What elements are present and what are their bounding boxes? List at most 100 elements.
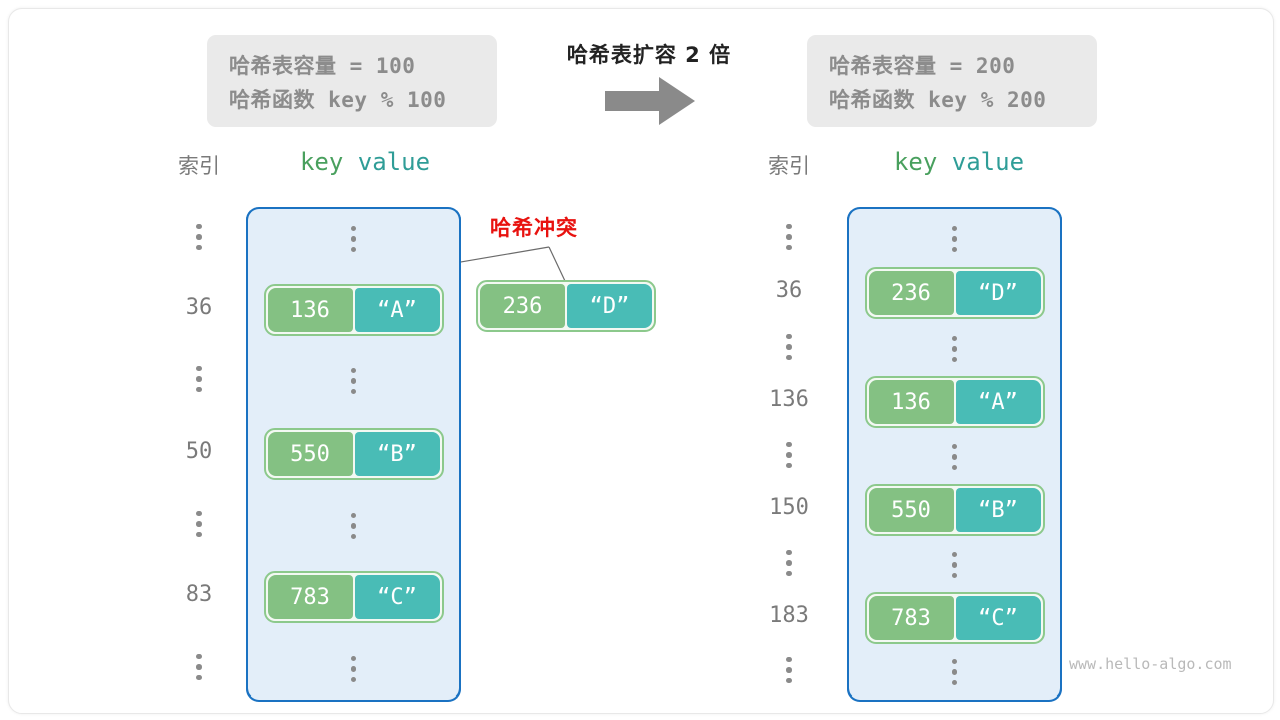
index-dots bbox=[744, 209, 834, 265]
diagram-frame: 哈希表容量 = 100 哈希函数 key % 100 哈希表扩容 2 倍 哈希表… bbox=[8, 8, 1274, 714]
key-cell: 550 bbox=[868, 488, 954, 532]
bucket-row-empty bbox=[248, 498, 459, 554]
bucket-row-empty bbox=[248, 353, 459, 409]
before-header-index: 索引 bbox=[178, 154, 220, 178]
before-capacity-line: 哈希表容量 = 100 bbox=[229, 54, 416, 78]
bucket-row-empty bbox=[849, 429, 1060, 485]
vertical-ellipsis-icon bbox=[786, 441, 792, 469]
bucket-row-empty bbox=[849, 321, 1060, 377]
header-gap bbox=[937, 148, 951, 176]
vertical-ellipsis-icon bbox=[196, 510, 202, 538]
index-dots bbox=[744, 535, 834, 591]
vertical-ellipsis-icon bbox=[786, 656, 792, 684]
index-label: 183 bbox=[769, 603, 809, 628]
value-cell: “C” bbox=[354, 575, 440, 619]
bucket-row-empty bbox=[248, 211, 459, 267]
after-header-value: value bbox=[951, 148, 1025, 176]
after-info-box: 哈希表容量 = 200 哈希函数 key % 200 bbox=[807, 35, 1097, 127]
center-title: 哈希表扩容 2 倍 bbox=[566, 43, 732, 67]
before-index-column: 36 50 83 bbox=[154, 209, 244, 701]
bucket-row[interactable]: 136 “A” bbox=[849, 374, 1060, 430]
index-dots bbox=[744, 319, 834, 375]
vertical-ellipsis-icon bbox=[350, 367, 357, 395]
key-cell: 783 bbox=[868, 596, 954, 640]
value-cell: “A” bbox=[354, 288, 440, 332]
key-value-pair[interactable]: 783 “C” bbox=[864, 592, 1045, 644]
before-info-box: 哈希表容量 = 100 哈希函数 key % 100 bbox=[207, 35, 497, 127]
index-dots bbox=[154, 639, 244, 695]
after-header-index: 索引 bbox=[768, 154, 810, 178]
right-arrow-icon bbox=[605, 77, 695, 125]
bucket-row-empty bbox=[849, 537, 1060, 593]
value-cell: “D” bbox=[567, 284, 652, 328]
index-label: 150 bbox=[769, 495, 809, 520]
bucket-row[interactable]: 136 “A” bbox=[248, 282, 459, 338]
vertical-ellipsis-icon bbox=[951, 335, 958, 363]
key-value-pair[interactable]: 550 “B” bbox=[263, 428, 444, 480]
vertical-ellipsis-icon bbox=[951, 225, 958, 253]
before-header-key: key bbox=[299, 148, 344, 176]
key-value-pair[interactable]: 136 “A” bbox=[263, 284, 444, 336]
vertical-ellipsis-icon bbox=[350, 225, 357, 253]
vertical-ellipsis-icon bbox=[951, 443, 958, 471]
key-value-pair[interactable]: 550 “B” bbox=[864, 484, 1045, 536]
before-header-value: value bbox=[357, 148, 431, 176]
key-cell: 550 bbox=[267, 432, 353, 476]
key-value-pair[interactable]: 783 “C” bbox=[263, 571, 444, 623]
vertical-ellipsis-icon bbox=[196, 223, 202, 251]
bucket-row-empty bbox=[849, 211, 1060, 267]
key-cell: 783 bbox=[267, 575, 353, 619]
value-cell: “A” bbox=[955, 380, 1041, 424]
index-dots bbox=[744, 642, 834, 698]
after-bucket-array: 236 “D” 136 “A” 550 “B” bbox=[846, 206, 1062, 702]
colliding-key-value-pair-wrapper: 236 “D” bbox=[476, 280, 656, 332]
key-cell: 136 bbox=[267, 288, 353, 332]
value-cell: “B” bbox=[354, 432, 440, 476]
index-label: 50 bbox=[185, 439, 213, 464]
vertical-ellipsis-icon bbox=[350, 512, 357, 540]
bucket-row[interactable]: 550 “B” bbox=[849, 482, 1060, 538]
key-value-pair[interactable]: 236 “D” bbox=[864, 267, 1045, 319]
after-capacity-line: 哈希表容量 = 200 bbox=[829, 54, 1016, 78]
header-gap bbox=[343, 148, 357, 176]
bucket-row[interactable]: 783 “C” bbox=[849, 590, 1060, 646]
before-header-keyvalue: key value bbox=[271, 148, 459, 176]
value-cell: “B” bbox=[955, 488, 1041, 532]
colliding-key-value-pair[interactable]: 236 “D” bbox=[476, 280, 656, 332]
index-dots bbox=[154, 351, 244, 407]
index-label: 36 bbox=[775, 278, 803, 303]
before-function-line: 哈希函数 key % 100 bbox=[229, 88, 447, 112]
bucket-row-empty bbox=[248, 641, 459, 697]
after-index-column: 36 136 150 183 bbox=[744, 209, 834, 701]
after-function-line: 哈希函数 key % 200 bbox=[829, 88, 1047, 112]
index-dots bbox=[154, 209, 244, 265]
before-bucket-array: 136 “A” 550 “B” 783 “C” bbox=[245, 206, 461, 702]
index-label: 136 bbox=[769, 387, 809, 412]
bucket-row[interactable]: 550 “B” bbox=[248, 426, 459, 482]
key-value-pair[interactable]: 136 “A” bbox=[864, 376, 1045, 428]
after-header-keyvalue: key value bbox=[865, 148, 1053, 176]
vertical-ellipsis-icon bbox=[786, 223, 792, 251]
bucket-row[interactable]: 783 “C” bbox=[248, 569, 459, 625]
vertical-ellipsis-icon bbox=[196, 365, 202, 393]
bucket-row[interactable]: 236 “D” bbox=[849, 265, 1060, 321]
index-dots bbox=[154, 496, 244, 552]
watermark: www.hello-algo.com bbox=[1069, 655, 1232, 673]
index-label: 83 bbox=[185, 582, 213, 607]
collision-label: 哈希冲突 bbox=[490, 216, 578, 240]
value-cell: “C” bbox=[955, 596, 1041, 640]
vertical-ellipsis-icon bbox=[786, 549, 792, 577]
value-cell: “D” bbox=[955, 271, 1041, 315]
vertical-ellipsis-icon bbox=[951, 658, 958, 686]
index-dots bbox=[744, 427, 834, 483]
vertical-ellipsis-icon bbox=[350, 655, 357, 683]
vertical-ellipsis-icon bbox=[196, 653, 202, 681]
vertical-ellipsis-icon bbox=[786, 333, 792, 361]
vertical-ellipsis-icon bbox=[951, 551, 958, 579]
key-cell: 236 bbox=[480, 284, 565, 328]
key-cell: 136 bbox=[868, 380, 954, 424]
after-header-key: key bbox=[893, 148, 938, 176]
key-cell: 236 bbox=[868, 271, 954, 315]
bucket-row-empty bbox=[849, 644, 1060, 700]
index-label: 36 bbox=[185, 295, 213, 320]
